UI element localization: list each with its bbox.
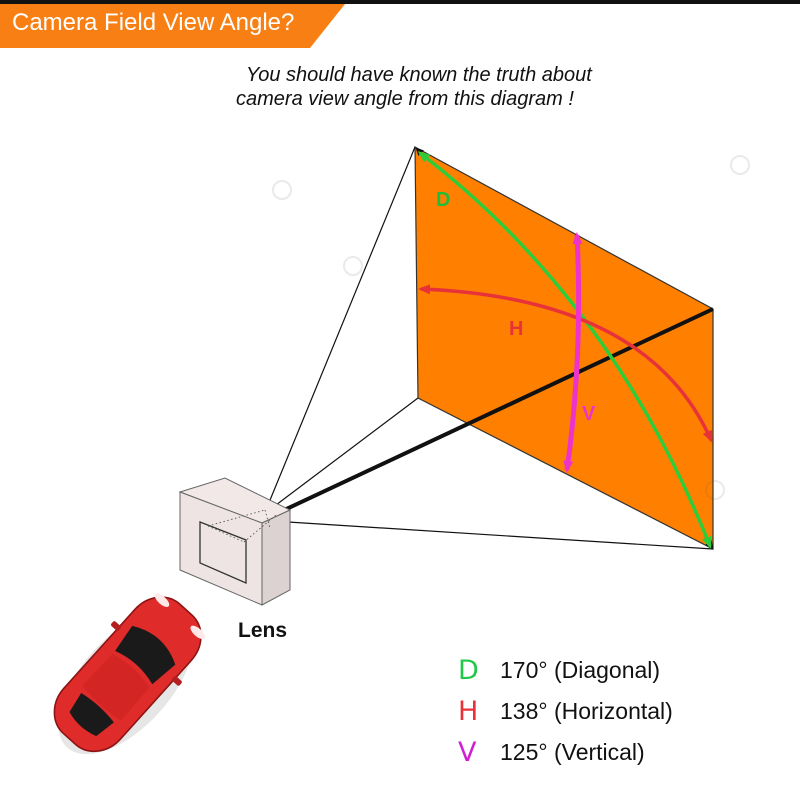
- legend-letter-diagonal: D: [458, 655, 479, 686]
- frustum-line-top-left: [267, 146, 416, 506]
- legend-letter-vertical: V: [458, 737, 477, 768]
- legend-text-diagonal: 170° (Diagonal): [500, 657, 661, 683]
- horizontal-angle-arrow: [418, 284, 713, 443]
- legend-letter-horizontal: H: [458, 696, 479, 727]
- camera-sensor-frame: [199, 521, 247, 584]
- legend-text-horizontal: 138° (Horizontal): [500, 698, 673, 724]
- legend-row-diagonal: D 170° (Diagonal): [458, 650, 673, 691]
- vertical-angle-arrow: [563, 232, 583, 473]
- view-plane: [414, 145, 714, 550]
- vertical-arrow-label: V: [582, 403, 596, 425]
- subtitle: You should have known the truth about ca…: [236, 63, 592, 111]
- legend-text-vertical: 125° (Vertical): [500, 739, 645, 765]
- frustum-line-bottom-right: [287, 521, 714, 550]
- angle-legend: D 170° (Diagonal) H 138° (Horizontal) V …: [458, 650, 673, 773]
- banner-top-bar: [0, 0, 800, 4]
- diagonal-arrow-label: D: [436, 189, 450, 211]
- watermark-marks: [272, 155, 750, 500]
- car-illustration: [53, 593, 205, 755]
- subtitle-line-2: camera view angle from this diagram !: [236, 88, 574, 110]
- camera-box: [178, 477, 292, 606]
- banner-title: Camera Field View Angle?: [12, 9, 295, 36]
- title-banner: [0, 4, 345, 48]
- lens-label: Lens: [238, 619, 288, 642]
- legend-row-horizontal: H 138° (Horizontal): [458, 691, 673, 732]
- legend-row-vertical: V 125° (Vertical): [458, 732, 673, 773]
- frustum-line-bottom-left: [271, 397, 419, 509]
- subtitle-line-1: You should have known the truth about: [246, 64, 592, 86]
- horizontal-arrow-label: H: [509, 318, 523, 340]
